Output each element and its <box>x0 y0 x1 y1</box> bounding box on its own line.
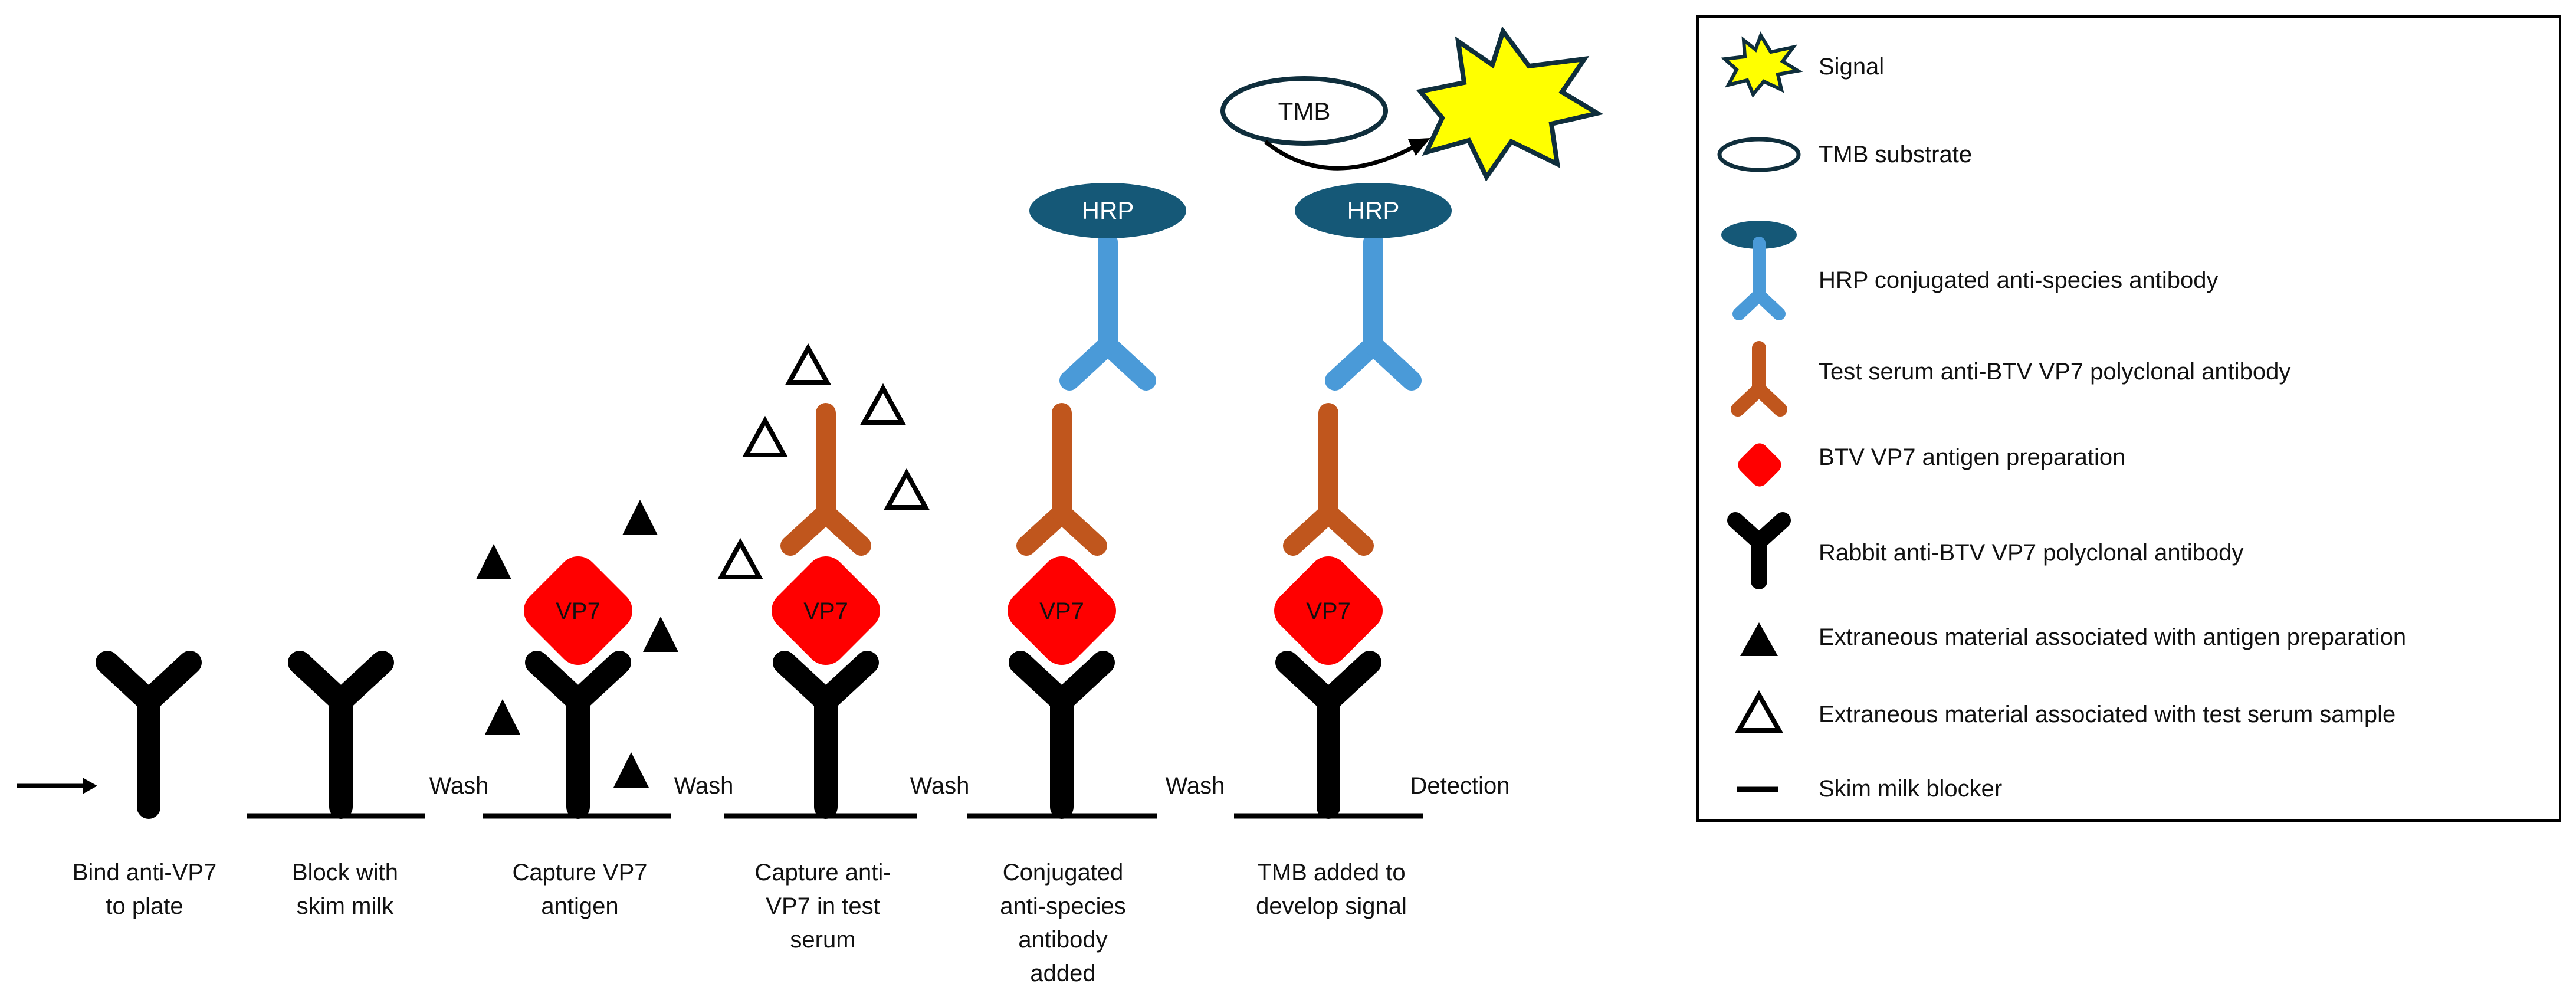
legend-label: TMB substrate <box>1819 142 1972 168</box>
svg-text:TMB: TMB <box>1278 97 1331 125</box>
conjugated-antibody <box>1059 232 1156 391</box>
legend-label: Signal <box>1819 54 1884 80</box>
antigen-diamond-icon <box>1738 443 1781 487</box>
svg-text:antibody: antibody <box>1018 927 1107 953</box>
open-triangle <box>785 343 831 385</box>
svg-text:VP7: VP7 <box>556 598 600 624</box>
vp7-antigen: VP7 <box>1274 556 1383 665</box>
filled-triangle <box>613 752 649 788</box>
open-triangle-icon <box>1735 690 1783 733</box>
svg-text:to plate: to plate <box>106 893 183 919</box>
conjugated-antibodies <box>1059 232 1422 391</box>
open-triangles <box>717 343 930 579</box>
tmb-ellipse-icon <box>1717 137 1801 172</box>
svg-text:VP7 in test: VP7 in test <box>766 893 880 919</box>
rabbit-antibody <box>1009 651 1115 819</box>
legend-label: Test serum anti-BTV VP7 polyclonal antib… <box>1819 359 2290 385</box>
rabbit-antibody-icon <box>1727 512 1791 589</box>
wash-labels: Wash Wash Wash Wash Detection <box>429 773 1510 799</box>
legend-label: Extraneous material associated with test… <box>1819 701 2395 727</box>
step-captions: Bind anti-VP7 to plate Block with skim m… <box>73 860 1407 986</box>
step-caption: Block with skim milk <box>292 860 398 919</box>
rabbit-antibody <box>288 651 394 819</box>
test-serum-antibody <box>780 403 871 556</box>
legend-label: Skim milk blocker <box>1819 776 2002 802</box>
svg-text:VP7: VP7 <box>1039 598 1084 624</box>
legend-label: BTV VP7 antigen preparation <box>1819 444 2125 470</box>
signal-burst <box>1416 26 1604 182</box>
filled-triangle <box>643 617 678 652</box>
svg-text:skim milk: skim milk <box>297 893 394 919</box>
plate-arrow <box>17 778 97 794</box>
rabbit-antibody <box>96 651 202 819</box>
hrp-enzymes: HRP HRP <box>1029 183 1452 238</box>
hrp-conjugated-antibody-icon <box>1721 221 1797 320</box>
svg-text:develop signal: develop signal <box>1256 893 1407 919</box>
legend-label: HRP conjugated anti-species antibody <box>1819 267 2218 293</box>
vp7-antigen: VP7 <box>524 556 632 665</box>
hrp-enzyme: HRP <box>1029 183 1186 238</box>
svg-text:Conjugated: Conjugated <box>1003 860 1124 886</box>
svg-text:antigen: antigen <box>541 893 618 919</box>
rabbit-antibody <box>1275 651 1381 819</box>
svg-text:VP7: VP7 <box>1306 598 1351 624</box>
svg-text:added: added <box>1030 960 1095 986</box>
tmb-arrow <box>1264 138 1430 171</box>
vp7-antigen: VP7 <box>1008 556 1116 665</box>
wash-label: Wash <box>674 773 734 799</box>
test-serum-antibody <box>1283 403 1374 556</box>
wash-label: Wash <box>910 773 970 799</box>
step-caption: Capture anti- VP7 in test serum <box>754 860 891 953</box>
rabbit-antibody <box>525 651 631 819</box>
filled-triangles <box>476 500 678 788</box>
wash-label: Wash <box>1166 773 1225 799</box>
filled-triangle <box>622 500 658 535</box>
step-caption: Capture VP7 antigen <box>512 860 647 919</box>
svg-text:HRP: HRP <box>1347 196 1400 224</box>
legend: Signal TMB substrate HRP conjugated anti… <box>1696 15 2561 822</box>
detection-label: Detection <box>1410 773 1510 799</box>
legend-box <box>1696 15 2561 822</box>
step-caption: Conjugated anti-species antibody added <box>1000 860 1125 986</box>
vp7-antigen: VP7 <box>772 556 880 665</box>
test-serum-antibody-icon <box>1731 341 1787 417</box>
step-caption: Bind anti-VP7 to plate <box>73 860 217 919</box>
step-caption: TMB added to develop signal <box>1256 860 1407 919</box>
svg-text:serum: serum <box>790 927 855 953</box>
open-triangle <box>717 537 763 579</box>
svg-text:Capture VP7: Capture VP7 <box>512 860 647 886</box>
rabbit-antibody <box>773 651 879 819</box>
svg-text:anti-species: anti-species <box>1000 893 1125 919</box>
tmb-substrate: TMB <box>1220 76 1388 146</box>
legend-label: Extraneous material associated with anti… <box>1819 624 2406 650</box>
filled-triangle <box>485 699 520 735</box>
hrp-enzyme: HRP <box>1295 183 1452 238</box>
signal-burst-icon <box>1721 31 1803 98</box>
filled-triangle <box>476 544 511 579</box>
wash-label: Wash <box>429 773 489 799</box>
filled-triangle-icon <box>1740 622 1778 656</box>
svg-text:Capture anti-: Capture anti- <box>754 860 891 886</box>
test-serum-antibodies <box>780 403 1374 556</box>
svg-text:Bind anti-VP7: Bind anti-VP7 <box>73 860 217 886</box>
svg-text:HRP: HRP <box>1082 196 1134 224</box>
conjugated-antibody <box>1325 232 1422 391</box>
open-triangle <box>884 468 930 510</box>
test-serum-antibody <box>1016 403 1107 556</box>
rabbit-antibodies <box>96 651 1381 819</box>
svg-text:TMB added to: TMB added to <box>1257 860 1405 886</box>
svg-text:VP7: VP7 <box>803 598 848 624</box>
legend-label: Rabbit anti-BTV VP7 polyclonal antibody <box>1819 540 2243 566</box>
open-triangle <box>742 415 788 457</box>
vp7-antigens: VP7 VP7 VP7 VP7 <box>524 556 1383 665</box>
svg-text:Block with: Block with <box>292 860 398 886</box>
open-triangle <box>860 383 906 425</box>
